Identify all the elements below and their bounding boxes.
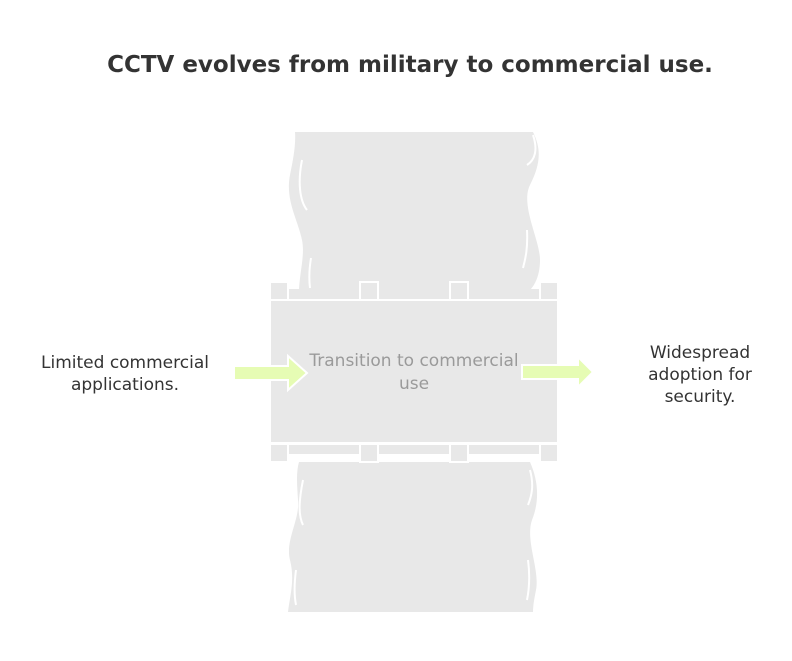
input-arrow	[233, 353, 309, 393]
left-label: Limited commercial applications.	[41, 353, 209, 395]
bottom-band-highlight	[293, 469, 534, 606]
output-arrow	[521, 354, 595, 390]
transition-box	[271, 301, 557, 442]
right-label: Widespread adoption for security.	[648, 343, 752, 407]
top-wavy-band	[288, 132, 540, 290]
top-rail	[271, 281, 557, 301]
bottom-rail	[271, 443, 557, 463]
bottom-wavy-band	[288, 462, 538, 612]
top-band-highlight	[298, 134, 537, 289]
center-label: Transition to commercial use	[309, 351, 519, 394]
diagram-title: CCTV evolves from military to commercial…	[107, 52, 713, 78]
